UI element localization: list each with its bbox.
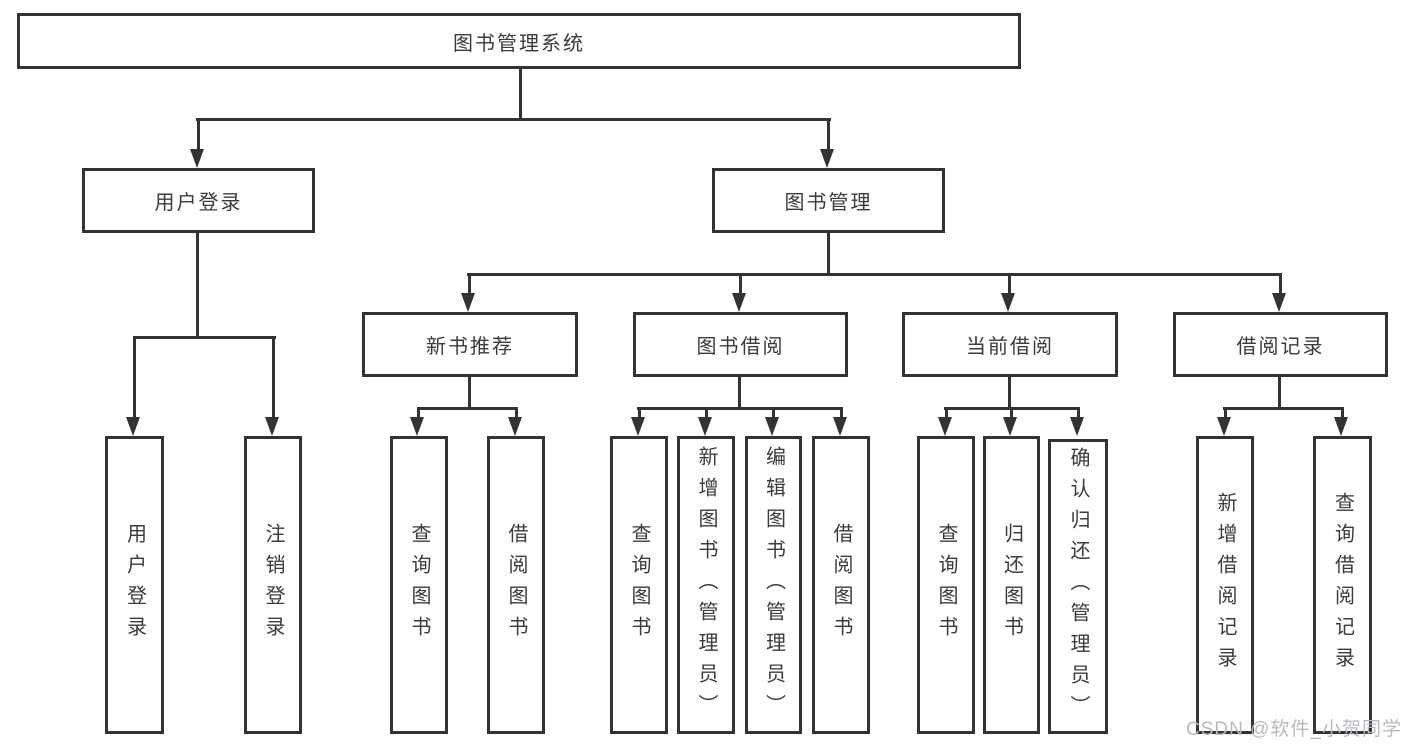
connector-line <box>467 273 1282 276</box>
arrowhead-down-icon <box>1003 417 1017 436</box>
arrowhead-down-icon <box>1001 293 1015 312</box>
connector-line <box>827 233 830 274</box>
connector-line <box>468 377 471 408</box>
arrowhead-down-icon <box>1272 293 1286 312</box>
connector-line <box>417 407 518 410</box>
arrowhead-down-icon <box>820 149 834 168</box>
node-system: 图书管理系统 <box>17 13 1021 69</box>
node-user-login: 用户登录 <box>82 168 315 233</box>
arrowhead-down-icon <box>765 417 779 436</box>
arrowhead-down-icon <box>631 417 645 436</box>
node-borrow-records: 借阅记录 <box>1173 312 1388 377</box>
arrowhead-down-icon <box>265 417 279 436</box>
arrow-stem <box>417 407 420 420</box>
arrow-stem <box>133 336 136 420</box>
leaf-query-books-1: 查询图书 <box>390 436 448 734</box>
leaf-confirm-return-admin: 确认归还（管理员） <box>1048 439 1108 734</box>
arrow-stem <box>515 407 518 420</box>
arrowhead-down-icon <box>410 417 424 436</box>
arrowhead-down-icon <box>1070 417 1084 436</box>
leaf-edit-books-admin: 编辑图书（管理员） <box>745 436 802 734</box>
arrow-stem <box>1279 273 1282 296</box>
arrowhead-down-icon <box>698 417 712 436</box>
arrowhead-down-icon <box>833 417 847 436</box>
arrow-stem <box>1010 407 1013 420</box>
arrow-stem <box>840 407 843 420</box>
arrow-stem <box>705 407 708 420</box>
leaf-query-borrow-record: 查询借阅记录 <box>1313 436 1372 734</box>
connector-line <box>1223 407 1344 410</box>
connector-line <box>637 407 843 410</box>
arrowhead-down-icon <box>732 293 746 312</box>
arrowhead-down-icon <box>190 149 204 168</box>
connector-line <box>1008 377 1011 408</box>
connector-line <box>133 336 276 339</box>
leaf-user-login: 用户登录 <box>105 436 164 734</box>
arrowhead-down-icon <box>508 417 522 436</box>
arrow-stem <box>739 273 742 296</box>
leaf-add-borrow-record: 新增借阅记录 <box>1196 436 1254 734</box>
arrowhead-down-icon <box>126 417 140 436</box>
arrow-stem <box>468 273 471 296</box>
connector-line <box>196 118 831 121</box>
arrow-stem <box>827 118 830 152</box>
connector-line <box>1278 377 1281 408</box>
arrow-stem <box>945 407 948 420</box>
connector-line <box>196 233 199 337</box>
connector-line <box>519 69 522 118</box>
arrow-stem <box>1341 407 1344 420</box>
leaf-add-books-admin: 新增图书（管理员） <box>677 436 735 734</box>
node-new-book-recommend: 新书推荐 <box>362 312 578 377</box>
arrowhead-down-icon <box>1334 417 1348 436</box>
leaf-query-books-2: 查询图书 <box>610 436 668 734</box>
arrow-stem <box>197 118 200 152</box>
leaf-logout: 注销登录 <box>244 436 302 734</box>
arrow-stem <box>1224 407 1227 420</box>
leaf-borrow-books-2: 借阅图书 <box>812 436 870 734</box>
leaf-borrow-books-1: 借阅图书 <box>487 436 545 734</box>
arrowhead-down-icon <box>1217 417 1231 436</box>
arrowhead-down-icon <box>461 293 475 312</box>
arrow-stem <box>1008 273 1011 296</box>
arrow-stem <box>772 407 775 420</box>
node-current-borrow: 当前借阅 <box>902 312 1118 377</box>
node-book-borrow: 图书借阅 <box>633 312 848 377</box>
connector-line <box>738 377 741 408</box>
leaf-return-books: 归还图书 <box>983 436 1040 734</box>
csdn-watermark: CSDN @软件_小贺同学 <box>1186 719 1402 740</box>
node-book-management: 图书管理 <box>712 168 945 233</box>
arrow-stem <box>272 336 275 420</box>
leaf-query-books-3: 查询图书 <box>917 436 975 734</box>
arrow-stem <box>1077 407 1080 420</box>
arrowhead-down-icon <box>938 417 952 436</box>
arrow-stem <box>638 407 641 420</box>
